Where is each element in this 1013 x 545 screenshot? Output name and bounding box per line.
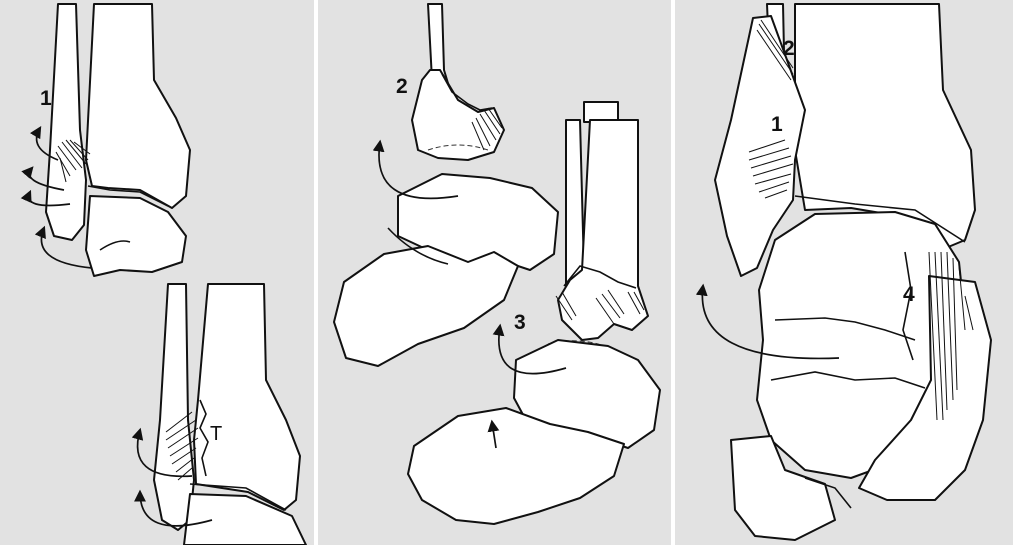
panel-right: 1 2 4	[675, 0, 1013, 545]
panel-left-drawing	[0, 0, 314, 545]
label-tibia-fragment: T	[210, 424, 222, 444]
panel-middle-drawing	[318, 0, 671, 545]
panel-middle: 2 3	[318, 0, 671, 545]
label-stage-2: 2	[396, 76, 408, 97]
stage2-tibia	[412, 70, 504, 160]
lower-tibia	[194, 284, 300, 510]
label-stage-1: 1	[40, 88, 52, 109]
stage2-calcaneus	[334, 246, 518, 366]
panel-left: 1 T	[0, 0, 314, 545]
label-right-stage-4: 4	[903, 284, 915, 305]
label-stage-3: 3	[514, 312, 526, 333]
label-right-stage-1: 1	[771, 114, 783, 135]
panel-right-drawing	[675, 0, 1013, 545]
label-right-stage-2: 2	[783, 38, 795, 59]
lower-fibula	[154, 284, 194, 530]
upper-tibia	[86, 4, 190, 208]
